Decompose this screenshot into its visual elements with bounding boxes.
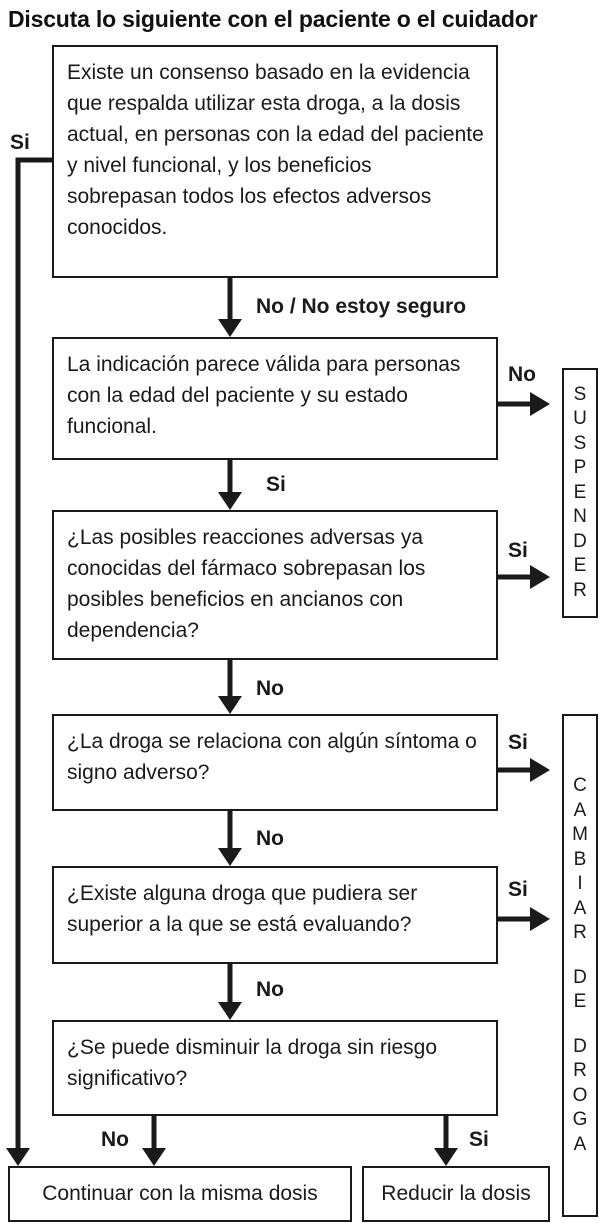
question-6-box: ¿Se puede disminuir la droga sin riesgo … [52,1020,498,1116]
outcome-continuar-text: Continuar con la misma dosis [42,1182,318,1205]
outcome-letter: R [573,922,587,943]
outcome-letter: U [573,408,587,430]
question-4-box: ¿La droga se relaciona con algún síntoma… [52,714,498,811]
question-3-text: ¿Las posibles reacciones adversas ya con… [67,526,426,642]
diagram-title: Discuta lo siguiente con el paciente o e… [8,6,538,32]
label-no-q2: No [508,363,536,386]
outcome-letter: I [577,873,583,894]
question-1-box: Existe un consenso basado en la evidenci… [52,45,498,278]
question-5-box: ¿Existe alguna droga que pudiera ser sup… [52,866,498,964]
arrow-q2-q3-head [218,492,242,510]
outcome-continuar: Continuar con la misma dosis [8,1166,352,1222]
label-no-seguro-q1: No / No estoy seguro [256,295,467,318]
arrow-q1-si-continuar-head [6,1148,30,1166]
outcome-letter: R [573,1060,587,1081]
outcome-letter: G [572,1109,588,1130]
outcome-letter: A [573,799,587,821]
arrow-q1-q2-head [218,319,242,337]
question-2-text: La indicación parece válida para persona… [67,353,461,438]
outcome-letter: S [573,432,587,454]
outcome-letter: A [573,897,587,919]
arrow-q2-suspender-head [530,392,550,416]
arrow-q3-suspender-head [530,565,550,589]
arrow-q4-q5-head [218,848,242,866]
question-6-text: ¿Se puede disminuir la droga sin riesgo … [67,1036,438,1090]
outcome-letter: E [573,481,587,503]
outcome-letter: S [573,383,587,405]
question-3-box: ¿Las posibles reacciones adversas ya con… [52,510,498,660]
label-si-q6: Si [469,1128,489,1151]
label-si-q4: Si [508,731,528,754]
arrow-q4-cambiar-head [530,758,550,782]
label-si-q5: Si [508,878,528,901]
outcome-letter: N [573,506,587,528]
outcome-letter: D [573,966,587,988]
label-no-q3: No [256,677,284,700]
outcome-letter: R [573,579,587,601]
outcome-letter: B [573,848,587,870]
outcome-letter: E [573,991,587,1012]
label-no-q4: No [256,827,284,850]
outcome-reducir: Reducir la dosis [362,1166,550,1222]
arrow-q5-cambiar-head [530,907,550,931]
arrow-q3-q4-head [218,696,242,714]
outcome-letter: E [573,555,587,577]
outcome-letter: D [573,1035,587,1057]
question-1-text: Existe un consenso basado en la evidenci… [67,61,484,239]
outcome-reducir-text: Reducir la dosis [381,1182,531,1205]
outcome-letter: M [572,824,588,845]
question-2-box: La indicación parece válida para persona… [52,337,498,460]
outcome-letter: D [573,530,587,552]
label-no-q5: No [256,978,284,1001]
question-5-text: ¿Existe alguna droga que pudiera ser sup… [67,882,418,936]
arrow-q6-si-reducir-head [434,1148,458,1166]
outcome-letter: C [573,775,587,796]
outcome-letter: A [573,1133,587,1155]
outcome-letter: O [572,1084,588,1106]
arrow-q6-no-continuar-head [142,1148,166,1166]
question-4-text: ¿La droga se relaciona con algún síntoma… [67,730,477,784]
label-si-q3: Si [508,539,528,562]
label-no-q6: No [101,1128,129,1151]
label-si-q1: Si [10,131,30,154]
arrow-q5-q6-head [218,1002,242,1020]
outcome-letter: P [573,457,587,479]
label-si-q2: Si [266,473,286,496]
